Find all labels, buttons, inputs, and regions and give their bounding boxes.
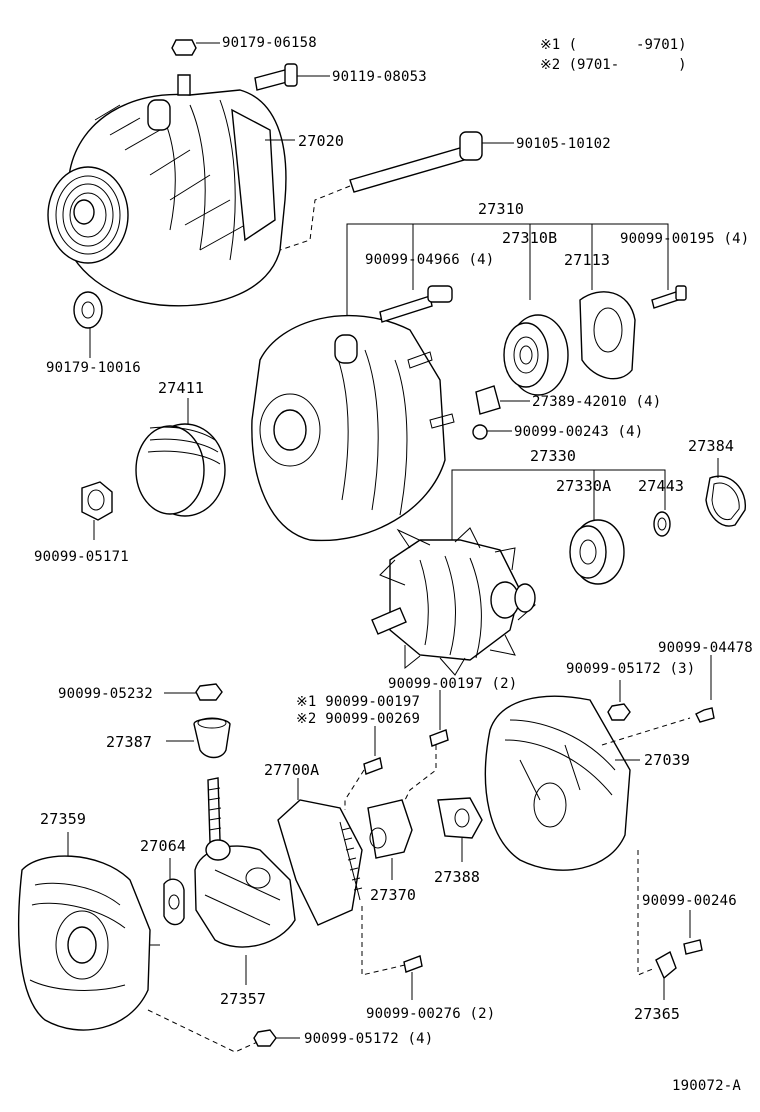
bolt-90119-08053-drawing <box>254 63 330 91</box>
alternator-assembly-drawing <box>47 74 287 307</box>
retainer-27113-drawing <box>579 291 636 380</box>
frame-27359-drawing <box>18 832 263 1053</box>
label-27388: 27388 <box>434 868 481 886</box>
terminal-insulator-27387-drawing <box>164 683 231 759</box>
washer-27443-drawing <box>653 511 671 537</box>
label-27330: 27330 <box>530 447 577 465</box>
label-27700A: 27700A <box>264 761 320 779</box>
rear-cover-27039-drawing <box>484 695 691 871</box>
screw-90099-00195-drawing <box>651 285 687 309</box>
note-1: ※1 ( -9701) <box>540 37 687 53</box>
screw-90099-00197-00269-drawing <box>344 726 383 810</box>
label-27020: 27020 <box>298 132 345 150</box>
label-90119-08053: 90119-08053 <box>332 69 427 85</box>
gasket-27384-drawing <box>705 458 746 527</box>
label-90099-00197-n1: ※1 90099-00197 <box>296 694 421 710</box>
drive-end-frame-drawing <box>251 314 455 542</box>
label-90099-05232: 90099-05232 <box>58 686 153 702</box>
nut-90099-05171-drawing <box>81 481 113 540</box>
bearing-27330A-drawing <box>569 519 625 585</box>
label-27310B: 27310B <box>502 229 558 247</box>
nut-90099-05172-3-drawing <box>607 680 631 721</box>
label-90099-00269-n2: ※2 90099-00269 <box>296 711 421 727</box>
label-90099-00243: 90099-00243 (4) <box>514 424 644 440</box>
rotor-drawing <box>371 527 537 676</box>
bracket-27330-leaders <box>451 469 666 540</box>
stud-90099-04966-drawing <box>379 285 453 323</box>
regulator-27700A-drawing <box>277 778 406 976</box>
pulley-27411-drawing <box>135 398 226 517</box>
label-27310: 27310 <box>478 200 525 218</box>
bracket-27310-leaders <box>346 223 669 320</box>
label-27411: 27411 <box>158 379 205 397</box>
terminal-27365-drawing <box>637 850 677 1000</box>
label-27384: 27384 <box>688 437 735 455</box>
label-90099-00246: 90099-00246 <box>642 893 737 909</box>
label-90099-05172-4: 90099-05172 (4) <box>304 1031 434 1047</box>
label-27330A: 27330A <box>556 477 612 495</box>
label-90105-10102: 90105-10102 <box>516 136 611 152</box>
screw-90099-04478-drawing <box>695 655 715 723</box>
label-90179-10016: 90179-10016 <box>46 360 141 376</box>
note-2: ※2 (9701- ) <box>540 57 687 73</box>
screw-90099-00197-2-drawing <box>404 690 449 801</box>
insulator-27388-drawing <box>437 797 483 862</box>
label-90099-04966: 90099-04966 (4) <box>365 252 495 268</box>
clip-27389-42010-drawing <box>475 385 530 415</box>
label-27357: 27357 <box>220 990 267 1008</box>
nut-90179-06158-drawing <box>171 39 220 56</box>
label-27370: 27370 <box>370 886 417 904</box>
label-90099-05171: 90099-05171 <box>34 549 129 565</box>
insulator-27064-drawing <box>163 858 185 926</box>
bolt-90105-10102-drawing <box>279 131 514 251</box>
label-27443: 27443 <box>638 477 685 495</box>
figure-id: 190072-A <box>672 1078 742 1094</box>
label-27064: 27064 <box>140 837 187 855</box>
nut-90179-10016-drawing <box>73 291 103 358</box>
label-90099-00197-2: 90099-00197 (2) <box>388 676 518 692</box>
label-27389-42010: 27389-42010 (4) <box>532 394 662 410</box>
rectifier-27357-drawing <box>194 777 296 985</box>
label-27365: 27365 <box>634 1005 681 1023</box>
screw-90099-00276-drawing <box>403 955 423 1000</box>
label-27113: 27113 <box>564 251 611 269</box>
label-90179-06158: 90179-06158 <box>222 35 317 51</box>
label-90099-05172-3: 90099-05172 (3) <box>566 661 696 677</box>
label-90099-00195: 90099-00195 (4) <box>620 231 750 247</box>
label-27387: 27387 <box>106 733 153 751</box>
bearing-27310B-drawing <box>503 314 569 396</box>
label-27359: 27359 <box>40 810 87 828</box>
label-90099-04478: 90099-04478 <box>658 640 753 656</box>
label-27039: 27039 <box>644 751 691 769</box>
nut-90099-05172-4-drawing <box>253 1029 300 1047</box>
screw-90099-00246-drawing <box>683 910 703 955</box>
label-90099-00276: 90099-00276 (2) <box>366 1006 496 1022</box>
screw-90099-00243-drawing <box>472 424 512 440</box>
brush-holder-27370-drawing <box>367 799 413 880</box>
